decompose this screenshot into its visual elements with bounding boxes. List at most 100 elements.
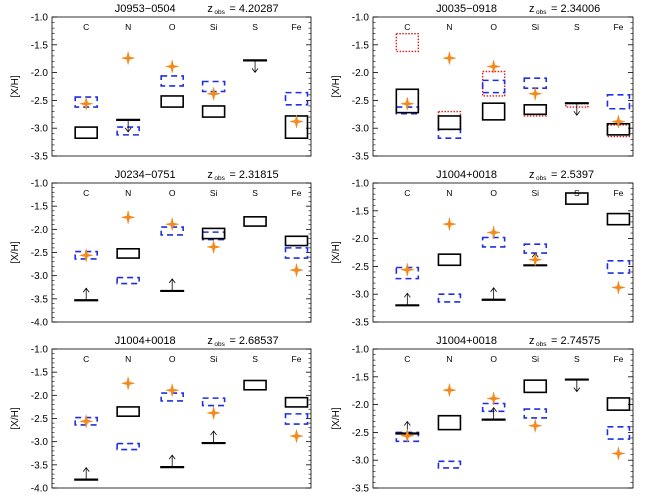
star-marker-si: [528, 419, 542, 433]
y-tick-label: -4.0: [31, 318, 49, 329]
star-marker-fe: [289, 114, 304, 129]
element-label-o: O: [490, 354, 497, 364]
y-tick-label: -1.0: [31, 13, 49, 24]
y-tick-label: -2.0: [31, 225, 49, 236]
y-tick-label: -1.0: [352, 345, 370, 356]
star-marker-o: [165, 383, 179, 397]
y-tick-label: -2.5: [31, 248, 49, 259]
plot-frame: [372, 16, 634, 157]
star-marker-n: [121, 210, 135, 224]
star-marker-fe: [611, 446, 625, 461]
star-marker-n: [442, 51, 456, 65]
measured-box-fe: [606, 212, 631, 226]
model-dashed-fe: [284, 91, 309, 106]
star-marker-si: [528, 253, 542, 267]
element-label-c: C: [83, 354, 89, 364]
element-label-fe: Fe: [292, 354, 302, 364]
measured-box-si: [201, 227, 226, 240]
limit-arrow-head-c: [404, 420, 411, 426]
limit-arrow-head-o: [168, 454, 176, 460]
element-label-o: O: [169, 188, 176, 198]
redshift-subscript: obs: [536, 175, 547, 182]
panel-3: -1.0-1.5-2.0-2.5-3.0-3.5-4.0[X/H]J0234−0…: [10, 169, 312, 329]
y-tick-label: -3.0: [31, 271, 49, 282]
y-tick-label: -1.5: [352, 206, 370, 217]
measured-box-s: [565, 192, 589, 205]
y-tick-label: -1.0: [352, 13, 370, 24]
y-tick-label: -1.5: [352, 372, 370, 383]
redshift-symbol: z: [207, 169, 213, 181]
plot-frame: [372, 182, 634, 323]
measured-box-s: [243, 216, 267, 227]
redshift-symbol: z: [207, 335, 213, 347]
model-dashed-n: [437, 128, 462, 140]
element-label-s: S: [252, 188, 258, 198]
redshift-value: = 2.74575: [551, 335, 600, 347]
redshift-symbol: z: [529, 3, 535, 15]
y-axis-label: [X/H]: [10, 75, 21, 97]
star-marker-c: [79, 414, 93, 428]
star-marker-fe: [289, 429, 304, 443]
y-tick-label: -2.0: [31, 68, 49, 79]
star-marker-o: [165, 59, 179, 74]
star-marker-c: [400, 263, 414, 277]
element-label-si: Si: [210, 188, 218, 198]
y-tick-label: -2.5: [31, 414, 49, 425]
model-dashed-o: [481, 79, 506, 94]
y-tick-label: -1.5: [31, 202, 49, 213]
redshift-value: = 2.68537: [229, 335, 278, 347]
element-label-o: O: [169, 354, 176, 364]
y-tick-label: -1.0: [31, 179, 49, 190]
star-marker-si: [528, 87, 542, 101]
measured-box-si: [201, 105, 226, 118]
y-axis-label: [X/H]: [10, 407, 21, 429]
limit-arrow-head-s: [251, 68, 259, 74]
star-marker-c: [79, 248, 93, 262]
star-marker-fe: [611, 114, 625, 129]
element-label-fe: Fe: [613, 188, 623, 198]
panel-title: J0953−0504: [115, 3, 176, 15]
star-marker-o: [487, 225, 501, 240]
panel-title: J1004+0018: [436, 169, 497, 181]
measured-box-s: [243, 379, 267, 391]
measured-box-o: [481, 102, 506, 121]
measured-box-n: [437, 253, 462, 267]
measured-box-n: [116, 247, 140, 259]
star-marker-o: [487, 59, 501, 74]
y-tick-label: -3.5: [352, 484, 370, 495]
limit-arrow-head-si: [210, 430, 217, 436]
limit-arrow-head-s: [573, 387, 581, 393]
element-label-fe: Fe: [292, 188, 302, 198]
star-marker-si: [207, 87, 221, 101]
element-label-si: Si: [531, 354, 539, 364]
panel-title: J0234−0751: [115, 169, 176, 181]
redshift-symbol: z: [207, 3, 213, 15]
element-label-n: N: [125, 22, 131, 32]
redshift-subscript: obs: [536, 341, 547, 348]
panel-title: J1004+0018: [115, 335, 176, 347]
measured-box-n: [437, 414, 462, 431]
y-tick-label: -3.5: [352, 152, 370, 163]
model-dashed-n: [437, 293, 462, 303]
element-label-n: N: [125, 188, 131, 198]
element-label-c: C: [404, 188, 410, 198]
model-dashed-si: [523, 243, 548, 254]
measured-box-n: [437, 115, 462, 131]
star-marker-fe: [611, 280, 625, 295]
element-label-fe: Fe: [613, 22, 623, 32]
star-marker-n: [121, 376, 135, 390]
y-tick-label: -1.5: [352, 40, 370, 51]
model-dashed-fe: [284, 413, 309, 425]
star-marker-c: [400, 97, 414, 111]
y-axis-label: [X/H]: [331, 75, 342, 97]
y-tick-label: -3.0: [31, 437, 49, 448]
model-dashed-n: [116, 276, 140, 285]
model-dashed-fe: [606, 94, 631, 110]
panel-title: J1004+0018: [436, 335, 497, 347]
y-tick-label: -2.5: [352, 428, 370, 439]
redshift-subscript: obs: [214, 175, 225, 182]
